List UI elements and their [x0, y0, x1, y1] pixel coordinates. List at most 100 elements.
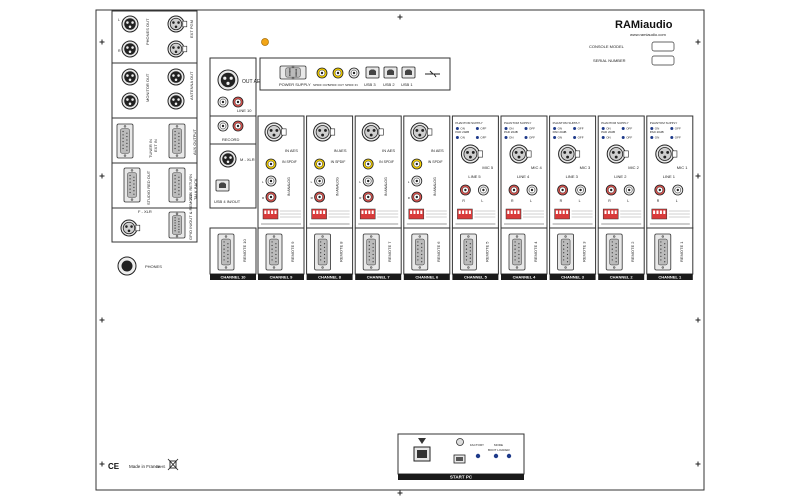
aes-out-panel: OUT AES LINE 10 RECORD M - XLR USB 4 IN/…	[209, 57, 264, 209]
antenna-out-xlr-r[interactable]	[167, 92, 185, 110]
in-analog-rca-r[interactable]	[411, 191, 423, 203]
line-rca-l[interactable]	[575, 184, 586, 196]
line-rca-l[interactable]	[672, 184, 684, 196]
in-spdif-rca[interactable]	[314, 158, 326, 170]
power-button[interactable]	[456, 438, 464, 446]
remote-dsub[interactable]	[557, 233, 574, 271]
screw-icon	[695, 173, 701, 179]
line-rca-l[interactable]	[526, 184, 538, 196]
switch-off-label: OFF	[578, 136, 584, 140]
channel-name: CHANNEL 9	[270, 275, 294, 280]
record-rca-r[interactable]	[232, 120, 244, 132]
line-rca-r[interactable]	[459, 184, 471, 196]
mode-button[interactable]	[493, 453, 499, 459]
power-supply-dsub[interactable]	[279, 65, 307, 80]
usb3-port[interactable]	[365, 66, 380, 79]
m-xlr-connector[interactable]	[219, 150, 237, 168]
dip-switch[interactable]	[505, 208, 522, 220]
spdif-out-rca[interactable]	[316, 67, 328, 79]
remote-dsub[interactable]	[314, 233, 332, 271]
phones-out-xlr-l[interactable]	[121, 15, 139, 33]
remote-10-dsub[interactable]	[217, 233, 235, 271]
out-aes-xlr[interactable]	[217, 69, 239, 91]
phones-out-xlr-r[interactable]	[121, 40, 139, 58]
in-aes-xlr[interactable]	[264, 122, 287, 142]
remote-dsub[interactable]	[411, 233, 429, 271]
tuner-ext-in-dsub[interactable]	[116, 123, 134, 159]
mic-xlr[interactable]	[509, 144, 532, 164]
line10-rca-l[interactable]	[217, 96, 229, 108]
out-aes-label: OUT AES	[242, 79, 264, 85]
in-analog-rca-l[interactable]	[411, 175, 423, 187]
ext-pgm-xlr-r[interactable]	[167, 40, 188, 58]
in-analog-rca-l[interactable]	[314, 175, 326, 187]
aux-return-label: AUX RETURN	[188, 174, 193, 200]
line-rca-r[interactable]	[654, 184, 666, 196]
phantom-led	[601, 127, 605, 130]
line-label: LINE 3	[566, 174, 579, 179]
remote-dsub[interactable]	[508, 233, 526, 271]
in-analog-rca-l[interactable]	[362, 175, 374, 187]
record-rca-l[interactable]	[217, 120, 229, 132]
in-spdif-rca[interactable]	[411, 158, 423, 170]
spdif-in-rca[interactable]	[348, 67, 360, 79]
in-analog-rca-l[interactable]	[265, 175, 277, 187]
remote-dsub[interactable]	[605, 233, 623, 271]
monitor-out-xlr-l[interactable]	[121, 68, 139, 86]
dip-switch[interactable]	[554, 208, 570, 220]
remote-label: REMOTE 7	[387, 241, 392, 262]
monitor-out-xlr-r[interactable]	[121, 92, 139, 110]
start-pc-panel: FACTORY MODE BOOT LOADER START PC	[397, 433, 525, 480]
antenna-out-xlr-l[interactable]	[167, 68, 185, 86]
pad-off-led	[670, 136, 674, 139]
remote-dsub[interactable]	[459, 233, 477, 271]
line-rca-r[interactable]	[557, 184, 568, 196]
mic-xlr[interactable]	[606, 144, 629, 164]
mic-xlr[interactable]	[558, 144, 581, 164]
usb4-port[interactable]	[215, 179, 230, 192]
switch-on-label: ON	[606, 127, 611, 131]
mic-xlr[interactable]	[460, 144, 483, 164]
line10-rca-r[interactable]	[232, 96, 244, 108]
aux-output-dsub[interactable]	[168, 123, 186, 159]
channel-name: CHANNEL 1	[658, 275, 682, 280]
footer: CE Made in France RoHS	[108, 458, 179, 471]
f-xlr-connector[interactable]	[120, 219, 141, 237]
dip-switch[interactable]	[359, 208, 376, 220]
weee-bin-icon	[167, 458, 179, 471]
mic-xlr[interactable]	[655, 144, 678, 164]
in-spdif-rca[interactable]	[265, 158, 277, 170]
switch-on-label: ON	[558, 136, 563, 140]
line-rca-r[interactable]	[508, 184, 520, 196]
remote-dsub[interactable]	[362, 233, 380, 271]
switch-off-label: OFF	[480, 127, 486, 131]
factory-button[interactable]	[475, 453, 481, 459]
line-rca-r[interactable]	[605, 184, 617, 196]
dip-switch[interactable]	[651, 208, 668, 220]
dip-switch[interactable]	[602, 208, 619, 220]
in-aes-xlr[interactable]	[410, 122, 433, 142]
in-analog-rca-r[interactable]	[314, 191, 326, 203]
ext-pgm-xlr-l[interactable]	[167, 15, 188, 33]
usb2-port[interactable]	[383, 66, 398, 79]
remote-dsub[interactable]	[265, 233, 283, 271]
dip-switch[interactable]	[262, 208, 279, 220]
in-analog-rca-r[interactable]	[362, 191, 374, 203]
aux-return-dsub[interactable]	[168, 167, 186, 203]
pad-20db-label: PAD 20dB	[601, 130, 615, 134]
studio-red-out-dsub[interactable]	[123, 167, 141, 203]
dip-switch[interactable]	[408, 208, 425, 220]
in-spdif-rca[interactable]	[362, 158, 374, 170]
in-analog-rca-r[interactable]	[265, 191, 277, 203]
spdif-out2-rca[interactable]	[332, 67, 344, 79]
remote-dsub[interactable]	[654, 233, 672, 271]
line-rca-l[interactable]	[623, 184, 635, 196]
gpio-remote-dsub[interactable]	[168, 211, 186, 239]
in-aes-xlr[interactable]	[361, 122, 384, 142]
switch-off-label: OFF	[578, 127, 584, 131]
line-rca-l[interactable]	[477, 184, 489, 196]
usb1-port[interactable]	[401, 66, 416, 79]
in-aes-xlr[interactable]	[313, 122, 336, 142]
dip-switch[interactable]	[457, 208, 473, 220]
dip-switch[interactable]	[311, 208, 327, 220]
